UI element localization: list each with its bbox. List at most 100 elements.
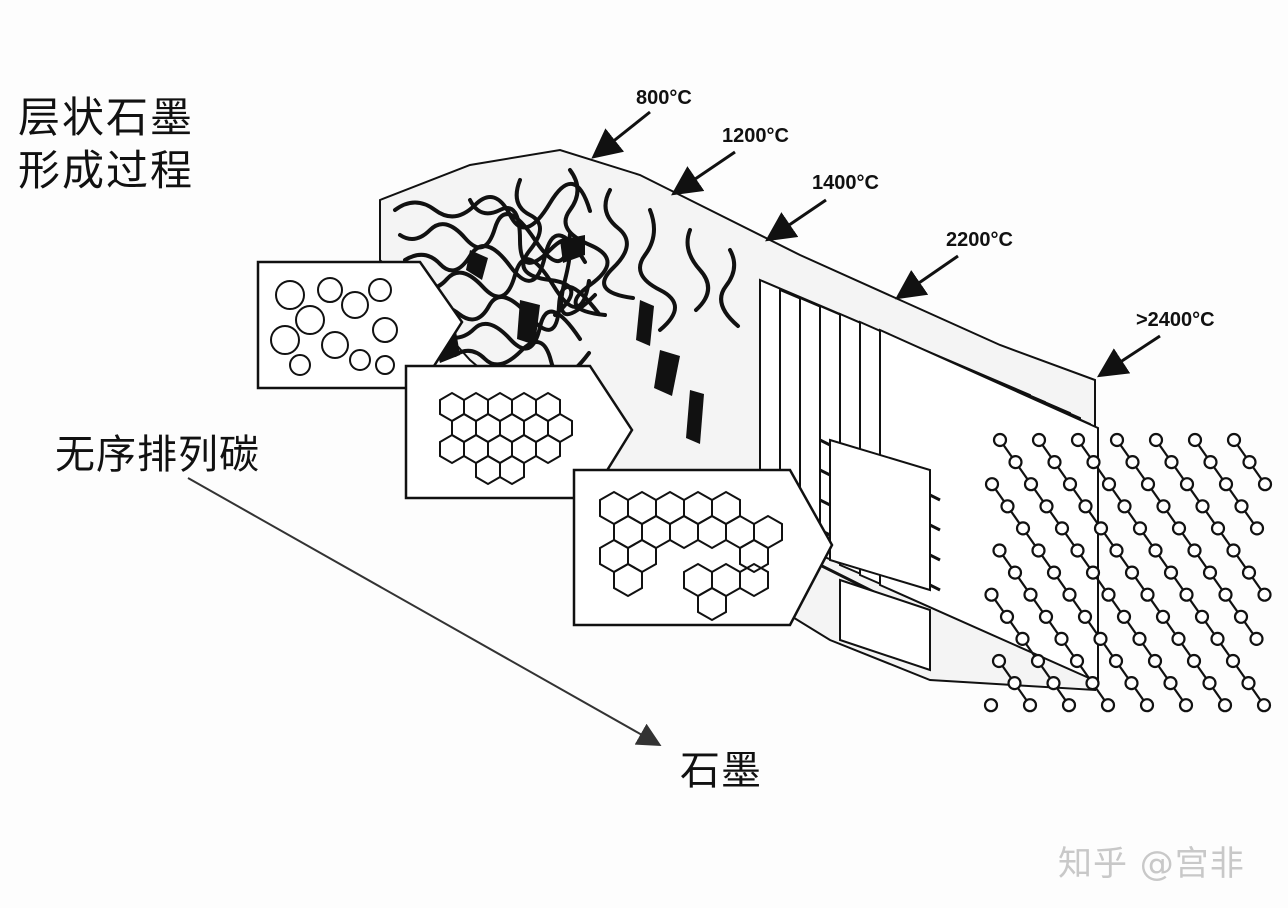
lattice-atom — [1234, 499, 1249, 514]
lattice-atom — [1047, 455, 1062, 470]
lattice-atom — [1203, 455, 1218, 470]
lattice-atom — [1148, 432, 1164, 448]
lattice-atom — [1062, 587, 1077, 602]
lattice-atom — [1156, 499, 1171, 514]
lattice-atom — [1147, 653, 1163, 669]
lattice-atom — [1101, 477, 1117, 492]
lattice-atom — [1086, 455, 1101, 470]
temp-label-2200: 2200°C — [946, 229, 1013, 251]
lattice-atom — [1108, 653, 1124, 669]
lattice-atom — [1023, 587, 1038, 602]
lattice-atom — [1109, 543, 1124, 558]
lattice-atom — [1257, 477, 1273, 492]
lattice-atom — [1061, 698, 1077, 713]
sheet-face-panel — [829, 438, 931, 592]
lattice-atom — [1210, 521, 1226, 536]
lattice-atom — [1155, 609, 1171, 624]
temp-marker-2400: >2400°C — [1096, 309, 1215, 378]
lattice-atom — [1117, 499, 1132, 514]
lattice-atom — [983, 698, 999, 713]
lattice-atom — [1242, 455, 1257, 470]
lattice-atom — [1241, 565, 1257, 580]
lattice-atom — [1225, 653, 1241, 669]
lattice-atom — [1195, 499, 1210, 514]
inset-panel-2 — [404, 364, 634, 500]
lattice-atom — [1202, 675, 1217, 691]
lattice-atom — [1015, 631, 1030, 647]
temp-label-1200: 1200°C — [722, 125, 789, 147]
lattice-atom — [1109, 432, 1125, 448]
lattice-atom — [1054, 631, 1069, 647]
disordered-carbon-label: 无序排列碳 — [55, 432, 260, 478]
lattice-atom — [1077, 609, 1093, 624]
lattice-atom — [1140, 587, 1155, 602]
graphite-lattice — [983, 432, 1273, 713]
lattice-atom — [1256, 698, 1272, 713]
lattice-atom — [1226, 432, 1242, 448]
lattice-atom — [1000, 499, 1015, 514]
lattice-atom — [992, 432, 1008, 448]
lattice-atom — [1069, 653, 1085, 669]
lattice-atom — [1007, 565, 1023, 580]
title-line-1: 层状石墨 — [18, 93, 195, 142]
lattice-atom — [1163, 565, 1179, 580]
lattice-atom — [1046, 565, 1062, 580]
lattice-atom — [992, 543, 1007, 558]
lattice-atom — [1233, 609, 1249, 624]
lattice-atom — [1031, 543, 1046, 558]
lattice-atom — [1093, 521, 1109, 536]
lattice-atom — [1093, 631, 1108, 647]
lattice-atom — [1008, 455, 1023, 470]
lattice-atom — [1139, 698, 1155, 713]
lattice-atom — [1218, 587, 1233, 602]
lattice-atom — [991, 653, 1007, 669]
lattice-atom — [1116, 609, 1132, 624]
lattice-atom — [1085, 675, 1100, 691]
lattice-atom — [1054, 521, 1070, 536]
lattice-atom — [1164, 455, 1179, 470]
inset-1-rings — [270, 277, 398, 376]
lattice-atom — [1085, 565, 1101, 580]
lattice-atom — [1101, 587, 1116, 602]
lattice-atom — [1022, 698, 1038, 713]
lattice-atom — [1218, 477, 1234, 492]
diagram-title: 层状石墨 形成过程 — [18, 92, 194, 197]
lattice-atom — [1140, 477, 1156, 492]
temp-label-2400: >2400°C — [1136, 309, 1215, 331]
lattice-atom — [1132, 631, 1147, 647]
lattice-atom — [1249, 521, 1265, 536]
lattice-atom — [984, 587, 999, 602]
lattice-atom — [1124, 565, 1140, 580]
inset-3-hexagons — [599, 490, 783, 622]
lattice-atom — [1171, 631, 1186, 647]
lattice-atom — [1163, 675, 1178, 691]
lattice-atom — [1226, 543, 1241, 558]
temp-marker-2200: 2200°C — [895, 229, 1013, 300]
lattice-atom — [1100, 698, 1116, 713]
temp-label-1400: 1400°C — [812, 172, 879, 194]
inset-2-hexagons — [439, 391, 573, 486]
lattice-atom — [1007, 675, 1022, 691]
lattice-atom — [1078, 499, 1093, 514]
progression-arrow — [187, 477, 662, 746]
lattice-atom — [984, 477, 1000, 492]
lattice-atom — [1038, 609, 1054, 624]
lattice-atom — [1187, 543, 1202, 558]
lattice-atom — [1124, 675, 1139, 691]
temp-marker-1200: 1200°C — [671, 125, 789, 196]
lattice-atom — [1062, 477, 1078, 492]
lattice-atom — [1030, 653, 1046, 669]
lattice-atom — [1039, 499, 1054, 514]
lattice-atom — [1202, 565, 1218, 580]
lattice-atom — [1241, 675, 1256, 691]
lattice-atom — [1194, 609, 1210, 624]
lattice-atom — [1257, 587, 1272, 602]
lattice-atom — [1249, 631, 1264, 647]
lattice-atom — [1210, 631, 1225, 647]
lattice-atom — [1125, 455, 1140, 470]
lattice-atom — [1187, 432, 1203, 448]
lattice-atom — [1179, 587, 1194, 602]
lattice-atom — [1023, 477, 1039, 492]
